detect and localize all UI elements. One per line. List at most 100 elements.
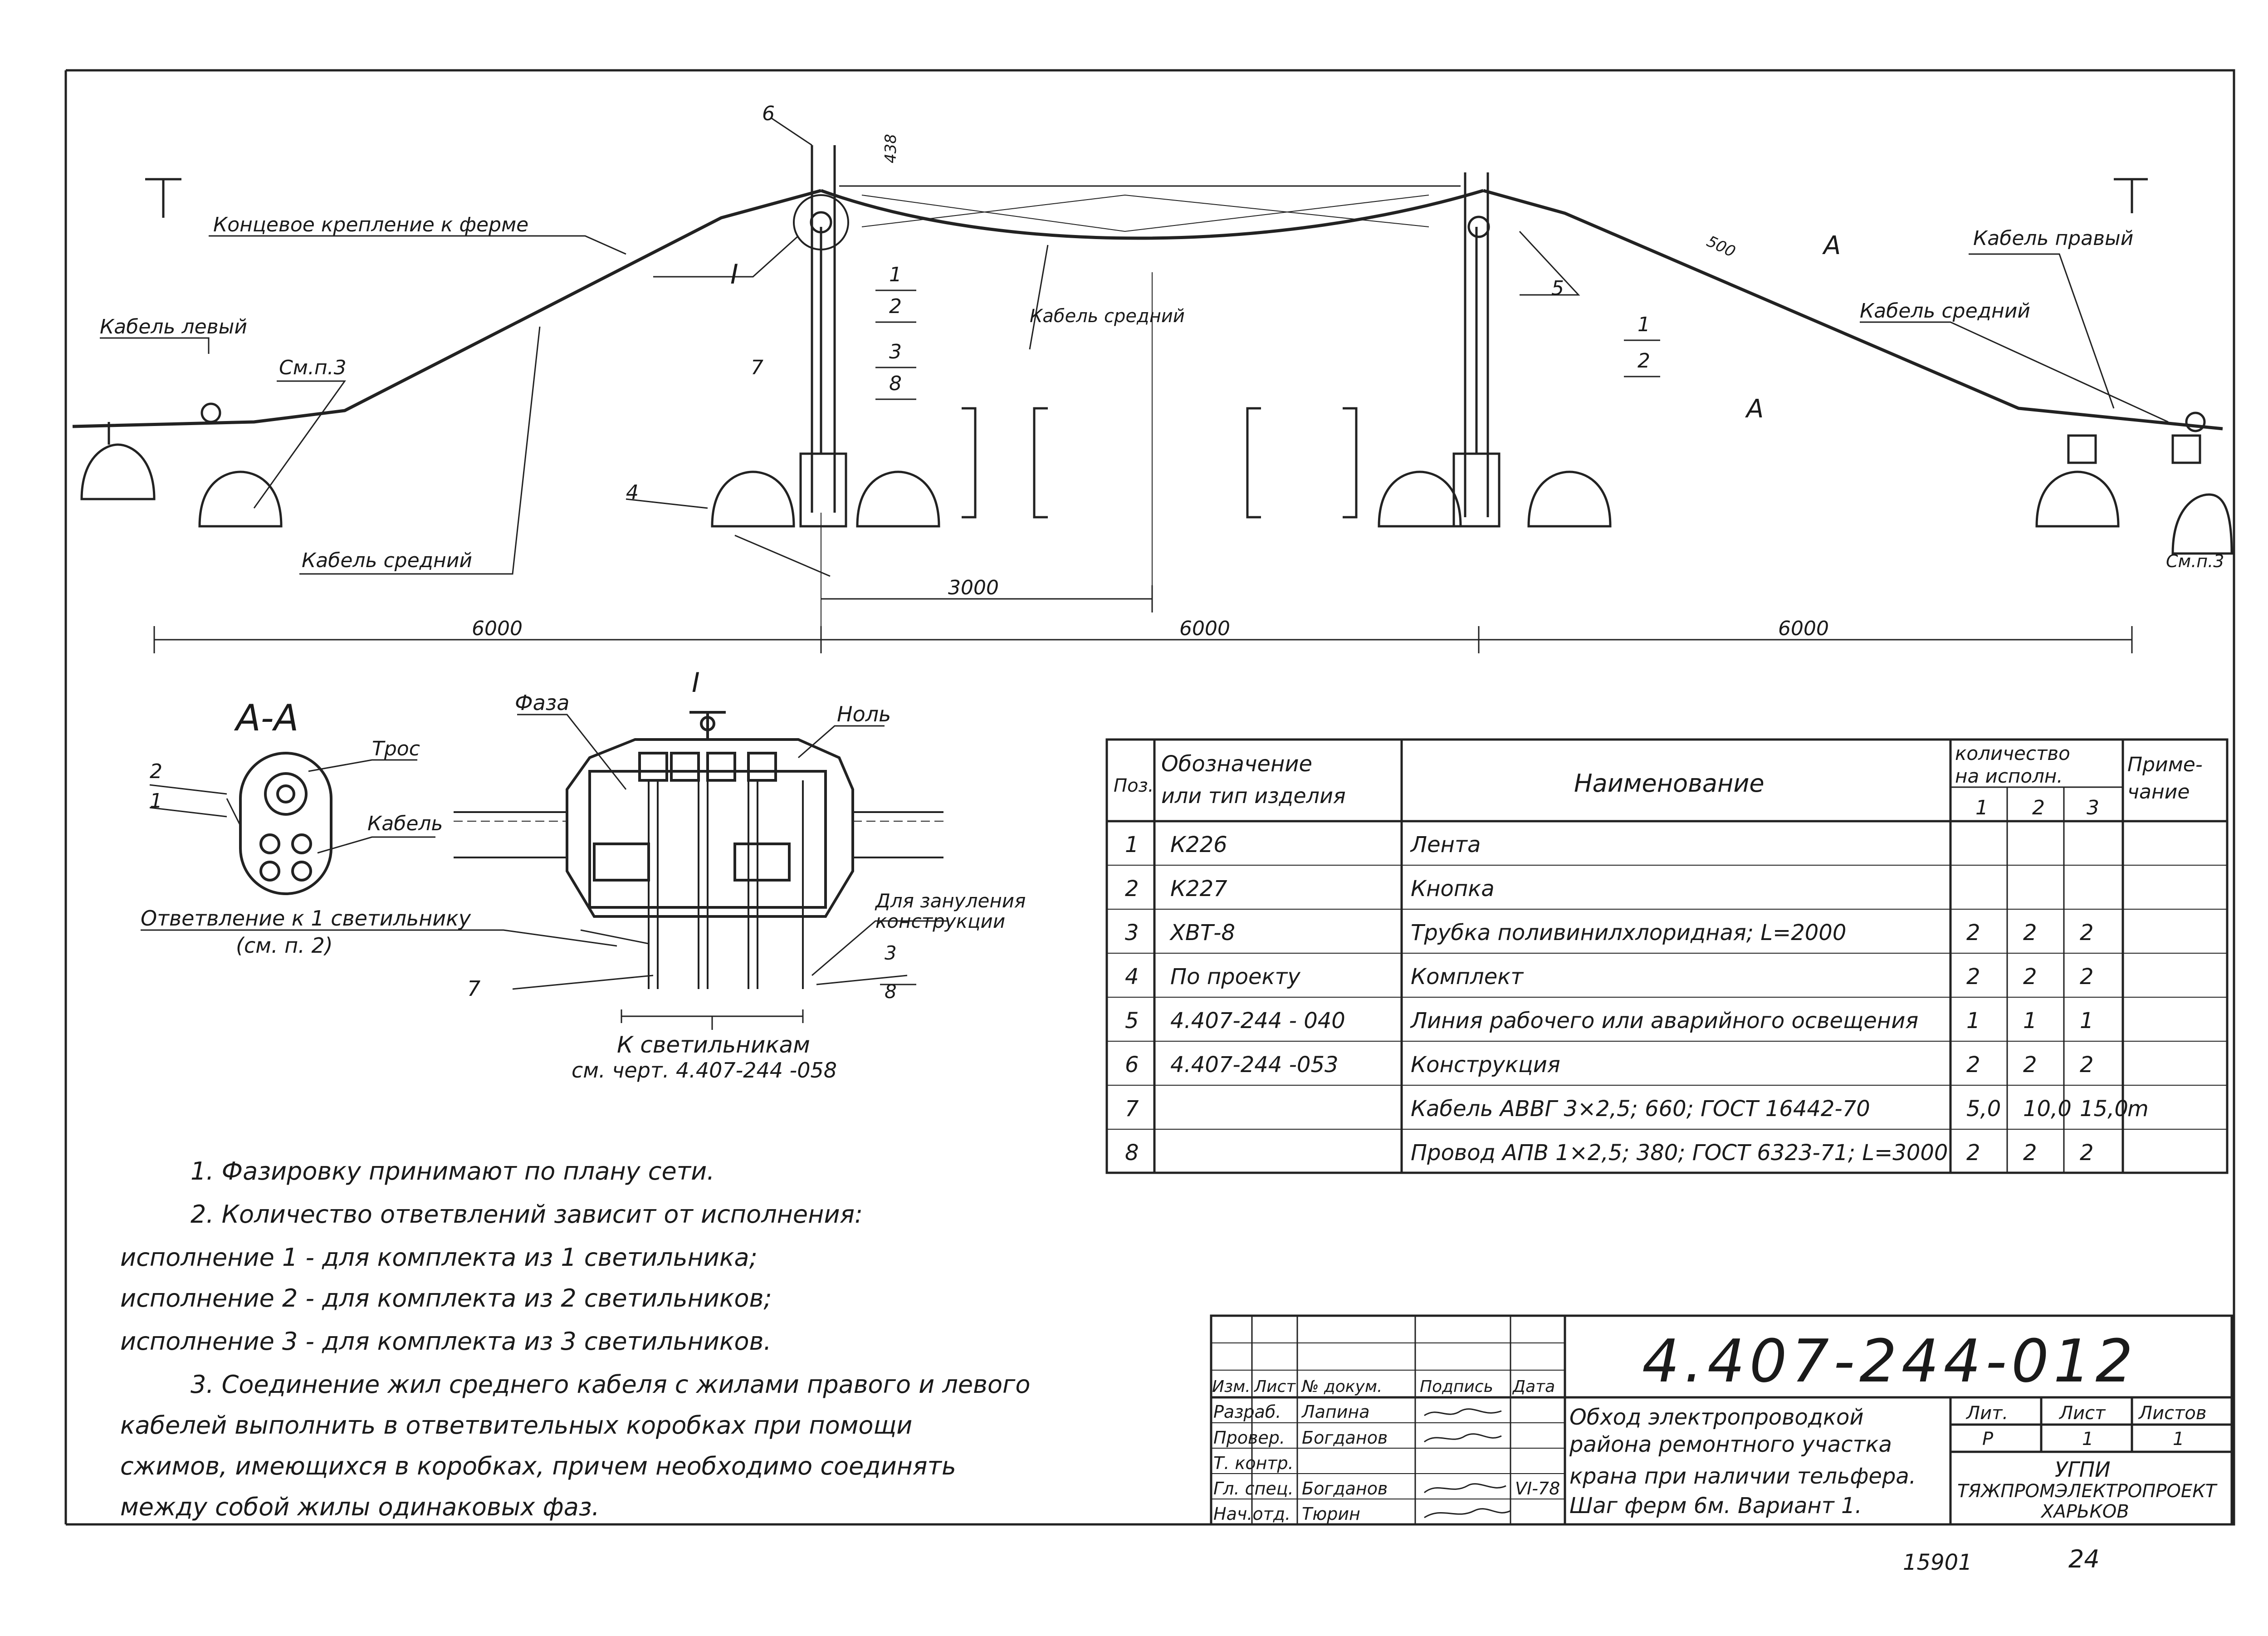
branch-line2: (см. п. 2) — [236, 933, 333, 958]
callout-1: 1 — [889, 263, 902, 286]
note-line: кабелей выполнить в ответвительных короб… — [120, 1411, 912, 1440]
spec-cell-q3: 15,0 — [2080, 1096, 2128, 1122]
th-designation-1: Обозначение — [1161, 751, 1312, 777]
th-note-1: Приме- — [2127, 753, 2203, 776]
org-line3: ХАРЬКОВ — [2040, 1501, 2129, 1522]
spec-cell-q2: 2 — [2023, 964, 2037, 989]
main-labels: Концевое крепление к ферме Кабель левый … — [100, 102, 2224, 640]
main-elevation — [72, 117, 2223, 653]
note-line: между собой жилы одинаковых фаз. — [120, 1493, 600, 1521]
spec-cell-name: Линия рабочего или аварийного освещения — [1410, 1008, 1918, 1034]
callout-r1: 1 — [1637, 313, 1650, 336]
section-aa-cable: Кабель — [367, 812, 443, 835]
th-designation-2: или тип изделия — [1161, 784, 1346, 808]
note-line: исполнение 3 - для комплекта из 3 светил… — [120, 1327, 772, 1356]
detail-title: I — [692, 667, 700, 699]
note-line: исполнение 2 - для комплекта из 2 светил… — [120, 1284, 772, 1313]
see-p3-label: См.п.3 — [279, 356, 347, 379]
th-v2: 2 — [2032, 796, 2045, 819]
dim-438: 438 — [882, 134, 900, 163]
page-number: 24 — [2068, 1545, 2100, 1573]
dim-span-mid: 6000 — [1179, 617, 1230, 640]
section-a-bottom: A — [1745, 394, 1764, 424]
grounding-line2: конструкции — [875, 910, 1005, 932]
spec-cell-name: Кнопка — [1411, 876, 1495, 901]
callout-7: 7 — [751, 356, 763, 379]
spec-cell-name: Комплект — [1411, 964, 1524, 989]
spec-cell-q3: 2 — [2080, 920, 2094, 945]
callout-4: 4 — [626, 481, 639, 504]
role-tkontr: Т. контр. — [1213, 1453, 1294, 1473]
spec-table: Поз. Обозначение или тип изделия Наимено… — [1105, 738, 2229, 1174]
inventory-number: 15901 — [1903, 1550, 1972, 1575]
spec-cell-designation: 4.407-244 - 040 — [1170, 1008, 1345, 1034]
detail-n7: 7 — [467, 976, 480, 1001]
note-line: 2. Количество ответвлений зависит от исп… — [191, 1200, 863, 1229]
branch-line1: Ответвление к 1 светильнику — [141, 906, 471, 931]
role-glspec: Гл. спец. — [1213, 1479, 1294, 1499]
spec-cell-pos: 6 — [1125, 1052, 1139, 1078]
col-list: Лист — [1253, 1377, 1296, 1396]
section-aa-rope: Трос — [372, 737, 420, 760]
spec-cell-pos: 5 — [1125, 1008, 1139, 1034]
section-aa-title: А-А — [234, 697, 298, 739]
doc-number: 4.407-244-012 — [1642, 1327, 2137, 1396]
th-note-2: чание — [2127, 780, 2190, 803]
spec-cell-q3: 2 — [2080, 1140, 2094, 1166]
callout-6: 6 — [762, 102, 775, 125]
spec-cell-q1: 1 — [1966, 1008, 1980, 1034]
callout-3: 3 — [889, 340, 902, 363]
th-v1: 1 — [1975, 796, 1988, 819]
dim-span-right: 6000 — [1778, 617, 1829, 640]
detail-n3: 3 — [885, 942, 897, 964]
spec-cell-q2: 1 — [2023, 1008, 2037, 1034]
cable-left-label: Кабель левый — [100, 315, 247, 338]
spec-cell-pos: 7 — [1125, 1096, 1139, 1122]
spec-cell-designation: К226 — [1170, 832, 1227, 857]
name-nachotd: Тюрин — [1302, 1504, 1360, 1524]
spec-cell-note: m — [2127, 1096, 2149, 1122]
cable-middle-right-label: Кабель средний — [1860, 299, 2030, 323]
section-aa-n1: 1 — [150, 789, 162, 813]
th-v3: 3 — [2087, 796, 2099, 819]
note-line: 3. Соединение жил среднего кабеля с жила… — [191, 1370, 1030, 1399]
spec-cell-name: Трубка поливинилхлоридная; L=2000 — [1411, 920, 1846, 945]
callout-boxes — [875, 289, 1660, 400]
to-lamps-line1: К светильникам — [617, 1032, 810, 1058]
grounding-line1: Для зануления — [875, 890, 1026, 912]
date-glspec: VI-78 — [1515, 1479, 1560, 1499]
title-line: района ремонтного участка — [1569, 1432, 1892, 1457]
spec-cell-q3: 2 — [2080, 1052, 2094, 1078]
end-fastening-label: Концевое крепление к ферме — [213, 213, 528, 236]
name-glspec: Богданов — [1302, 1479, 1388, 1499]
col-date: Дата — [1512, 1377, 1555, 1396]
spec-cell-q2: 10,0 — [2023, 1096, 2072, 1122]
callout-r2: 2 — [1637, 349, 1650, 372]
spec-cell-name: Кабель АВВГ 3×2,5; 660; ГОСТ 16442-70 — [1411, 1096, 1870, 1122]
spec-cell-designation: 4.407-244 -053 — [1170, 1052, 1339, 1078]
role-razrab: Разраб. — [1213, 1402, 1281, 1422]
spec-cell-pos: 8 — [1125, 1140, 1139, 1166]
sheets-value: 1 — [2173, 1429, 2184, 1450]
th-name: Наименование — [1574, 769, 1765, 798]
spec-cell-pos: 1 — [1125, 832, 1139, 857]
title-line: крана при наличии тельфера. — [1569, 1464, 1916, 1489]
sheet-value: 1 — [2082, 1429, 2093, 1450]
spec-cell-q1: 5,0 — [1966, 1096, 2001, 1122]
detail-zero: Ноль — [837, 702, 891, 726]
title-line: Обход электропроводкой — [1569, 1405, 1864, 1430]
spec-cell-q2: 2 — [2023, 920, 2037, 945]
dim-offset: 3000 — [948, 576, 999, 599]
spec-cell-q2: 2 — [2023, 1140, 2037, 1166]
spec-cell-pos: 3 — [1125, 920, 1139, 945]
detail-i-mark: I — [730, 259, 738, 290]
section-aa-n2: 2 — [150, 760, 162, 783]
section-a-top: A — [1822, 231, 1841, 260]
signatures — [1424, 1408, 1511, 1518]
notes-block: 1. Фазировку принимают по плану сети. 2.… — [120, 1157, 1030, 1521]
callout-8: 8 — [889, 372, 902, 395]
spec-cell-name: Лента — [1410, 832, 1481, 857]
org-line1: УГПИ — [2055, 1457, 2111, 1482]
